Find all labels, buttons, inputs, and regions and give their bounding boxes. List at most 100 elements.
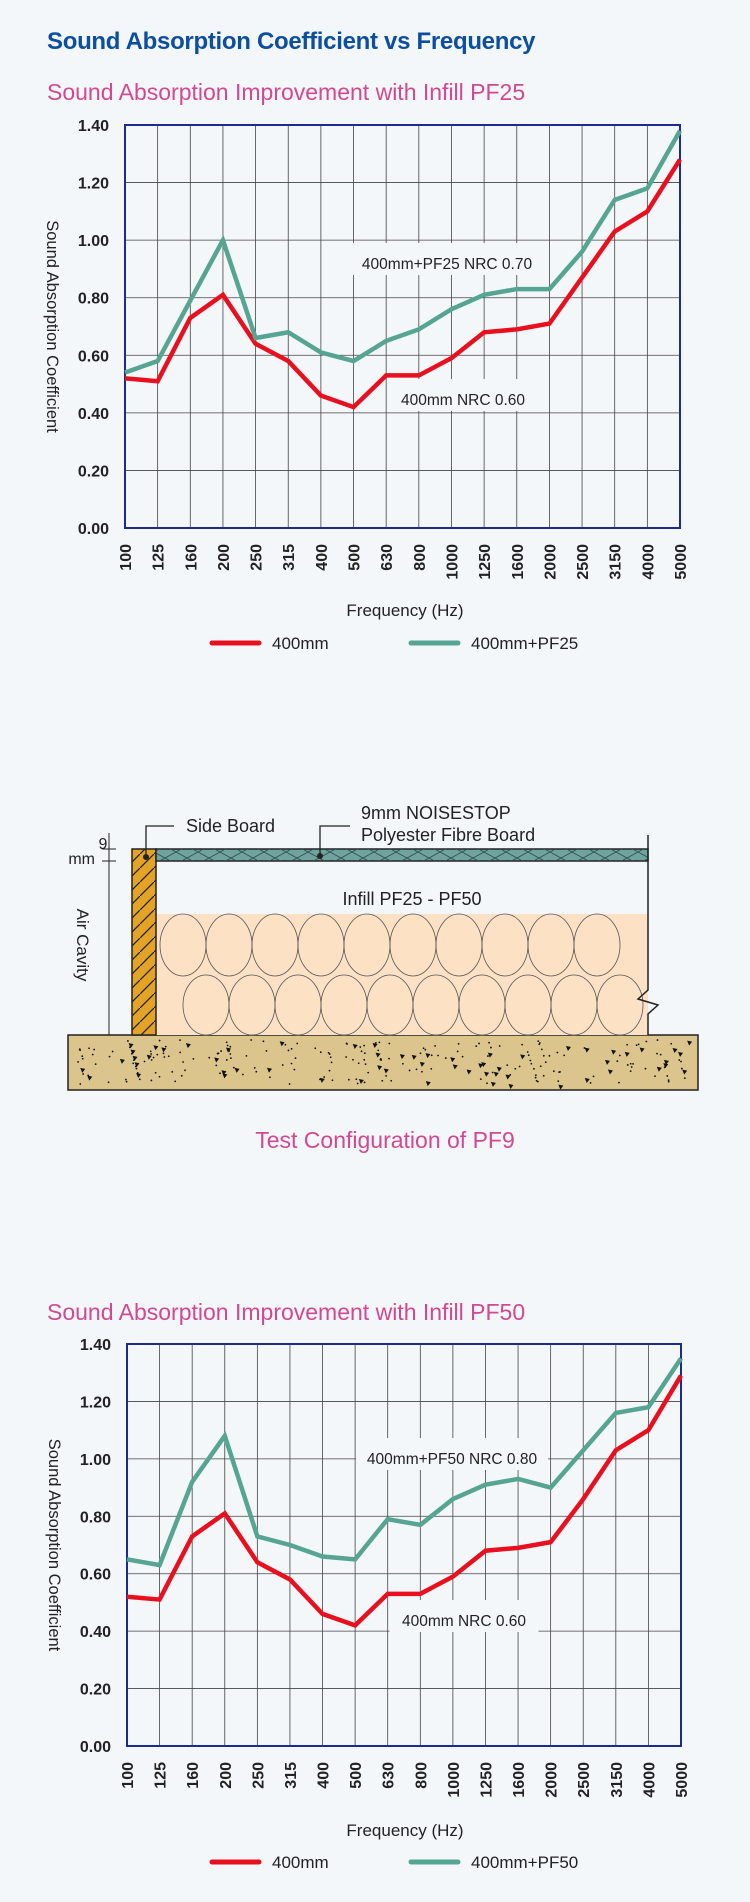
aggregate-dot — [437, 1054, 439, 1057]
x-tick-label: 2000 — [544, 1762, 561, 1798]
aggregate-stone — [496, 1066, 502, 1072]
chart-2-title: Sound Absorption Improvement with Infill… — [47, 1299, 526, 1325]
aggregate-dot — [225, 1059, 228, 1061]
x-tick-label: 1000 — [446, 1762, 463, 1798]
aggregate-stone — [624, 1051, 630, 1057]
aggregate-dot — [656, 1052, 658, 1055]
aggregate-dot — [635, 1044, 638, 1047]
aggregate-dot — [363, 1044, 366, 1047]
aggregate-dot — [616, 1060, 619, 1063]
aggregate-dot — [378, 1041, 381, 1044]
aggregate-dot — [232, 1066, 235, 1069]
fibre-oval — [596, 974, 644, 1036]
aggregate-stone — [234, 1067, 240, 1073]
aggregate-dot — [678, 1059, 681, 1061]
aggregate-dot — [156, 1053, 159, 1056]
aggregate-stone — [375, 1052, 381, 1058]
aggregate-dot — [262, 1040, 265, 1043]
aggregate-dot — [150, 1079, 153, 1082]
aggregate-dot — [220, 1050, 223, 1052]
aggregate-dot — [111, 1050, 114, 1053]
aggregate-stone — [607, 1069, 613, 1075]
aggregate-dot — [345, 1056, 348, 1058]
aggregate-dot — [162, 1052, 165, 1055]
plot-area — [125, 125, 680, 528]
aggregate-dot — [294, 1057, 297, 1060]
aggregate-dot — [618, 1054, 621, 1057]
aggregate-dot — [82, 1073, 85, 1075]
infill-label: Infill PF25 - PF50 — [342, 889, 481, 909]
x-tick-label: 100 — [118, 544, 135, 571]
top-board-label-line1: 9mm NOISESTOP — [361, 803, 511, 823]
x-tick-label: 500 — [347, 544, 364, 571]
aggregate-dot — [284, 1043, 287, 1046]
aggregate-dot — [94, 1063, 97, 1066]
aggregate-dot — [430, 1054, 433, 1057]
aggregate-dot — [509, 1073, 512, 1076]
y-tick-label: 1.20 — [78, 176, 109, 193]
series-line-400mm-pf50 — [126, 1357, 683, 1568]
aggregate-stone — [119, 1058, 125, 1064]
aggregate-stone — [493, 1071, 499, 1077]
side-board-hatch — [132, 849, 156, 1035]
x-tick-label: 1250 — [478, 1762, 495, 1798]
x-axis-title: Frequency (Hz) — [346, 601, 463, 620]
aggregate-dot — [360, 1050, 363, 1053]
aggregate-dot — [558, 1071, 560, 1073]
aggregate-stone — [153, 1045, 159, 1051]
aggregate-dot — [328, 1053, 331, 1055]
x-tick-label: 1600 — [511, 1762, 528, 1798]
aggregate-dot — [182, 1061, 184, 1063]
aggregate-dot — [229, 1057, 232, 1059]
aggregate-stone — [481, 1062, 487, 1068]
aggregate-dot — [434, 1045, 437, 1047]
chart-pf25: 0.000.200.400.600.801.001.201.40400mm+PF… — [43, 118, 690, 653]
aggregate-dot — [107, 1081, 110, 1084]
aggregate-dot — [629, 1070, 632, 1072]
aggregate-dot — [506, 1064, 509, 1067]
aggregate-stone — [319, 1077, 325, 1083]
aggregate-dot — [644, 1067, 647, 1070]
side-board-leader — [145, 825, 174, 857]
aggregate-dot — [526, 1051, 529, 1053]
aggregate-dot — [150, 1053, 153, 1055]
y-tick-label: 1.20 — [80, 1394, 111, 1411]
aggregate-dot — [659, 1053, 662, 1056]
aggregate-stone — [214, 1057, 220, 1063]
aggregate-stone — [80, 1067, 86, 1073]
aggregate-dot — [164, 1045, 167, 1048]
x-tick-label: 630 — [381, 1762, 398, 1789]
aggregate-stone — [225, 1047, 231, 1053]
aggregate-dot — [77, 1061, 79, 1063]
aggregate-dot — [380, 1059, 383, 1061]
aggregate-stone — [146, 1054, 152, 1060]
aggregate-stone — [372, 1042, 378, 1048]
x-tick-label: 200 — [218, 1762, 235, 1789]
nrc-annotation: 400mm NRC 0.60 — [401, 392, 525, 409]
y-tick-label: 0.60 — [80, 1567, 111, 1584]
aggregate-stone — [352, 1044, 358, 1050]
aggregate-dot — [171, 1070, 174, 1073]
aggregate-dot — [667, 1080, 670, 1083]
aggregate-dot — [534, 1076, 537, 1079]
aggregate-dot — [557, 1080, 560, 1083]
aggregate-dot — [79, 1049, 81, 1052]
aggregate-dot — [527, 1054, 530, 1057]
aggregate-dot — [79, 1083, 82, 1085]
x-tick-label: 1600 — [510, 544, 527, 580]
aggregate-dot — [329, 1056, 332, 1059]
plot-area — [127, 1344, 681, 1746]
aggregate-stone — [584, 1047, 590, 1053]
dimension-value: 9 — [99, 836, 108, 853]
aggregate-dot — [521, 1043, 524, 1046]
aggregate-dot — [589, 1082, 592, 1084]
aggregate-dot — [456, 1050, 459, 1053]
aggregate-dot — [388, 1042, 391, 1045]
aggregate-dot — [81, 1057, 84, 1060]
aggregate-dot — [534, 1074, 537, 1077]
aggregate-stone — [639, 1047, 645, 1053]
aggregate-dot — [656, 1039, 659, 1041]
aggregate-dot — [422, 1047, 425, 1050]
y-tick-label: 0.20 — [78, 463, 109, 480]
